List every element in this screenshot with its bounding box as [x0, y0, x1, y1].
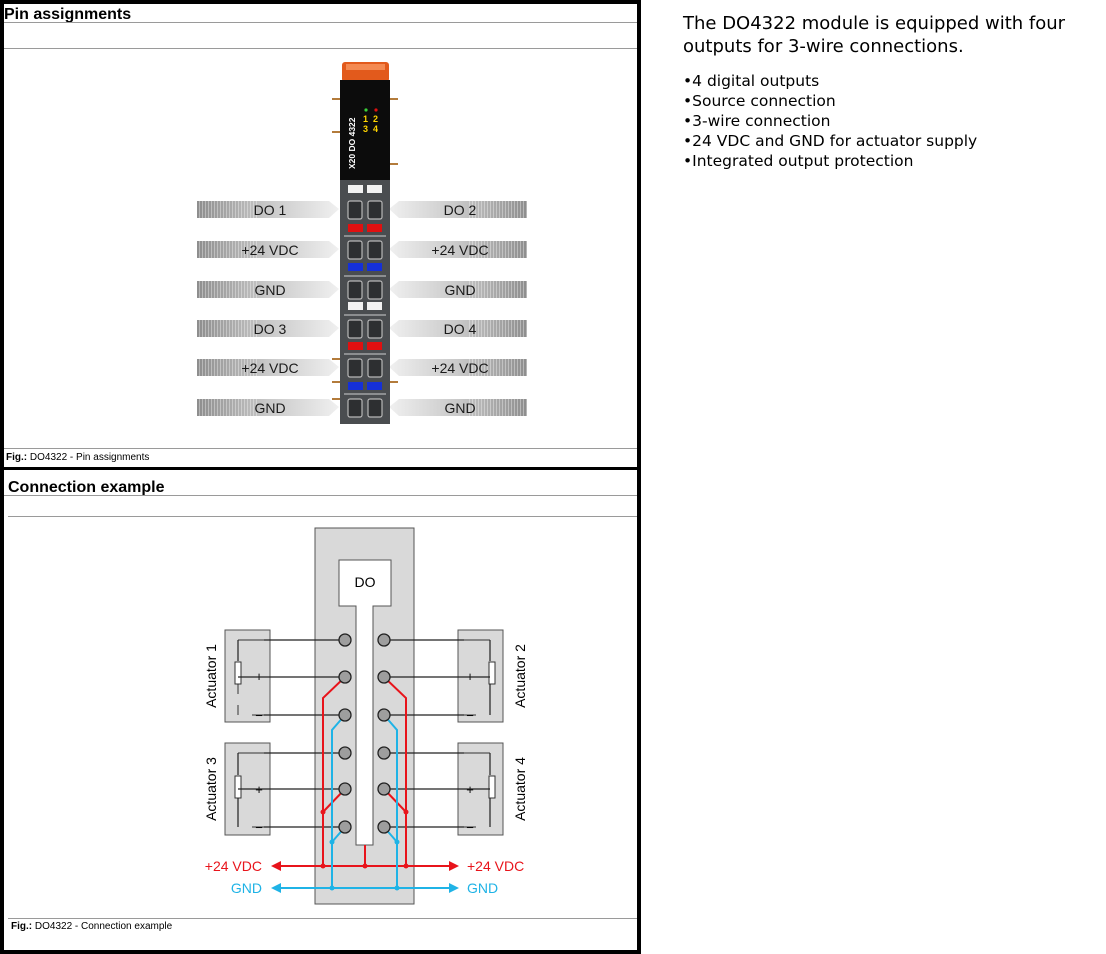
pin-label-do3: DO 3: [253, 321, 287, 337]
connection-example-panel: Connection example DO + − +: [0, 467, 641, 954]
act1-minus: −: [255, 708, 263, 723]
actuator-1-label: Actuator 1: [203, 644, 219, 708]
pin-label-do2: DO 2: [443, 202, 477, 218]
title-divider: [4, 22, 637, 23]
actuator-4-label: Actuator 4: [512, 757, 528, 821]
connection-example-title: Connection example: [8, 479, 165, 496]
intro-text: The DO4322 module is equipped with four …: [683, 13, 1066, 57]
gnd-label-left: GND: [231, 880, 262, 896]
act2-minus: −: [466, 708, 474, 723]
led-label-2: 2: [373, 114, 378, 124]
feature-list: 4 digital outputs Source connection 3-wi…: [683, 71, 1103, 171]
pin-label-do1: DO 1: [253, 202, 287, 218]
pin-label-gnd-1: GND: [254, 282, 286, 298]
caption-divider: [4, 448, 637, 449]
actuator-3-label: Actuator 3: [203, 757, 219, 821]
pin-label-24vdc-4: +24 VDC: [431, 360, 489, 376]
terminal-points: [338, 633, 391, 834]
feature-item: Integrated output protection: [683, 151, 1103, 171]
section-divider: [8, 516, 637, 517]
led-label-3: 3: [363, 124, 368, 134]
feature-item: Source connection: [683, 91, 1103, 111]
wiring-diagram: DO + − + − + − + − Actuator 1: [203, 527, 528, 905]
pin-label-gnd-4: GND: [444, 400, 476, 416]
led-label-1: 1: [363, 114, 368, 124]
feature-item: 3-wire connection: [683, 111, 1103, 131]
pin-label-24vdc-3: +24 VDC: [241, 360, 299, 376]
caption-divider: [8, 918, 637, 919]
pin-label-gnd-2: GND: [444, 282, 476, 298]
do-module-label: DO: [355, 574, 376, 590]
act4-minus: −: [466, 820, 474, 835]
pin-label-24vdc-1: +24 VDC: [241, 242, 299, 258]
actuator-2-label: Actuator 2: [512, 644, 528, 708]
gnd-label-right: GND: [467, 880, 498, 896]
module-label: X20 DO 4322: [347, 117, 357, 169]
pin-label-do4: DO 4: [443, 321, 477, 337]
supply-label-left: +24 VDC: [205, 858, 262, 874]
pin-assignments-title: Pin assignments: [4, 6, 132, 23]
supply-label-right: +24 VDC: [467, 858, 524, 874]
module-description: The DO4322 module is equipped with four …: [683, 12, 1103, 171]
pin-assignments-caption: Fig.: DO4322 - Pin assignments: [6, 452, 150, 463]
title-divider: [4, 495, 637, 496]
pin-label-gnd-3: GND: [254, 400, 286, 416]
left-label-arrows: [197, 201, 339, 416]
section-divider: [4, 48, 637, 49]
pin-assignments-panel: Pin assignments: [0, 0, 641, 470]
right-label-arrows: [389, 201, 527, 416]
pin-label-24vdc-2: +24 VDC: [431, 242, 489, 258]
feature-item: 24 VDC and GND for actuator supply: [683, 131, 1103, 151]
act3-minus: −: [255, 820, 263, 835]
pin-diagram: X20 DO 4322 1 2 3 4: [197, 62, 527, 424]
x20-module: X20 DO 4322 1 2 3 4: [332, 62, 398, 424]
led-label-4: 4: [373, 124, 378, 134]
connection-example-caption: Fig.: DO4322 - Connection example: [11, 921, 173, 932]
feature-item: 4 digital outputs: [683, 71, 1103, 91]
